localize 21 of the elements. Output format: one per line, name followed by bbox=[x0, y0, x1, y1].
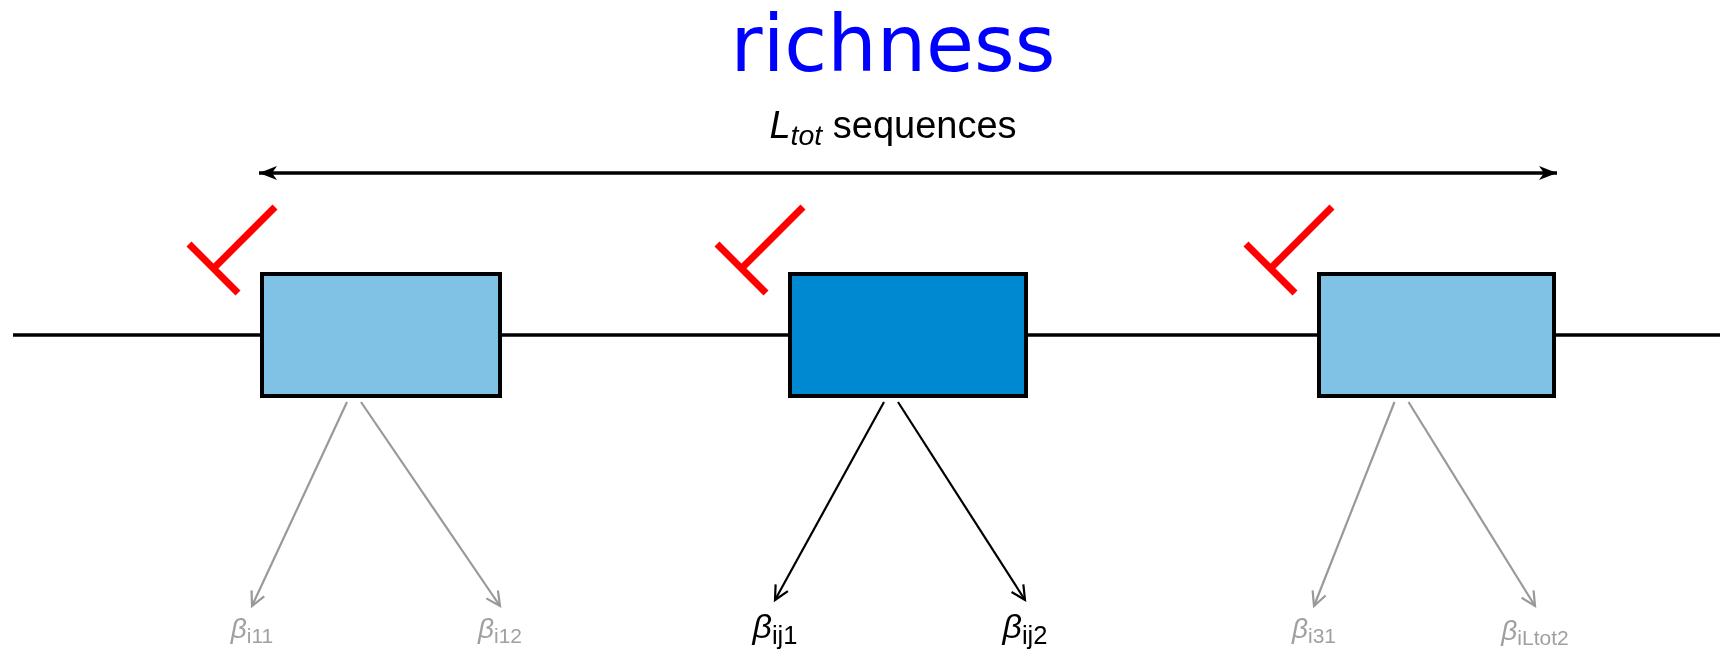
gene-box bbox=[260, 272, 502, 398]
coefficient-label: β$_{i31}$ bbox=[1292, 612, 1336, 650]
backbone-line bbox=[13, 333, 260, 337]
gene-box bbox=[1317, 272, 1556, 398]
coefficient-label: β$_{ij2}$ bbox=[1002, 605, 1048, 651]
arrow bbox=[250, 401, 348, 608]
backbone-line bbox=[1556, 333, 1720, 337]
gene-box bbox=[788, 272, 1028, 398]
arrow bbox=[1311, 401, 1396, 608]
arrow bbox=[773, 401, 885, 602]
sequence-count-label: L$_{tot}$ sequences bbox=[768, 103, 1018, 148]
arrow bbox=[1407, 401, 1537, 608]
arrow bbox=[360, 401, 502, 608]
coefficient-label: β$_{i12}$ bbox=[478, 612, 522, 650]
coefficient-label: β$_{iLtot2}$ bbox=[1501, 614, 1569, 652]
backbone-line bbox=[1028, 333, 1317, 337]
coefficient-label: β$_{i11}$ bbox=[230, 612, 274, 650]
coefficient-label: β$_{ij1}$ bbox=[752, 605, 798, 651]
arrow bbox=[897, 401, 1027, 602]
backbone-line bbox=[502, 333, 788, 337]
title: richness bbox=[729, 0, 1057, 88]
